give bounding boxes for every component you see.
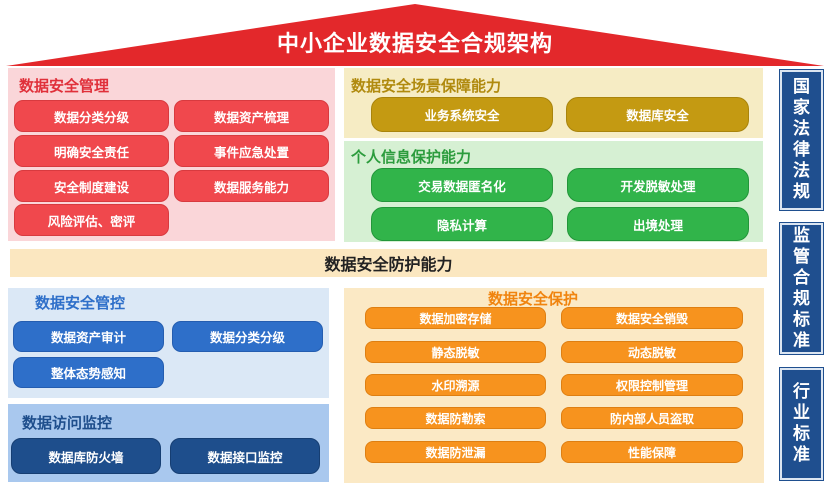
pillar-label: 行业标准 xyxy=(793,382,810,465)
protect-item[interactable]: 权限控制管理 xyxy=(561,374,743,396)
mgmt-item[interactable]: 事件应急处置 xyxy=(174,135,329,167)
mgmt-item[interactable]: 风险评估、密评 xyxy=(14,204,169,236)
privacy-item[interactable]: 开发脱敏处理 xyxy=(567,168,749,202)
protect-item[interactable]: 数据加密存储 xyxy=(365,307,546,329)
control-item[interactable]: 数据资产审计 xyxy=(13,321,164,352)
protect-item[interactable]: 性能保障 xyxy=(561,441,743,463)
page-title: 中小企业数据安全合规架构 xyxy=(276,32,553,57)
roof xyxy=(6,4,824,66)
control-item[interactable]: 整体态势感知 xyxy=(13,357,164,388)
mgmt-item[interactable]: 安全制度建设 xyxy=(14,170,169,202)
pillar-regulatory-compliance: 监管合规标准 xyxy=(779,222,824,355)
protect-item[interactable]: 数据防泄漏 xyxy=(365,441,546,463)
protect-item[interactable]: 防内部人员盗取 xyxy=(561,407,743,429)
protection-capability-band: 数据安全防护能力 xyxy=(10,249,767,277)
roof-shape xyxy=(6,4,824,66)
protect-item[interactable]: 数据防勒索 xyxy=(365,407,546,429)
pillar-label: 监管合规标准 xyxy=(793,225,810,351)
panel-title-data-protection: 数据安全保护 xyxy=(488,290,579,308)
panel-title-access-monitoring: 数据访问监控 xyxy=(22,414,113,432)
panel-title-security-control: 数据安全管控 xyxy=(35,294,126,312)
panel-title-privacy-protection: 个人信息保护能力 xyxy=(351,148,472,166)
mgmt-item[interactable]: 数据分类分级 xyxy=(14,100,169,132)
privacy-item[interactable]: 出境处理 xyxy=(567,207,749,241)
protect-item[interactable]: 动态脱敏 xyxy=(561,341,743,363)
access-item[interactable]: 数据接口监控 xyxy=(170,438,320,474)
privacy-item[interactable]: 交易数据匿名化 xyxy=(371,168,553,202)
mgmt-item[interactable]: 数据服务能力 xyxy=(174,170,329,202)
panel-title-security-management: 数据安全管理 xyxy=(19,77,110,95)
mgmt-item[interactable]: 明确安全责任 xyxy=(14,135,169,167)
control-item[interactable]: 数据分类分级 xyxy=(172,321,323,352)
panel-title-scenario-assurance: 数据安全场景保障能力 xyxy=(351,77,502,95)
pillar-national-laws: 国家法律法规 xyxy=(779,69,824,211)
protect-item[interactable]: 水印溯源 xyxy=(365,374,546,396)
access-item[interactable]: 数据库防火墙 xyxy=(11,438,161,474)
scene-item[interactable]: 数据库安全 xyxy=(566,97,749,132)
pillar-industry-standards: 行业标准 xyxy=(779,367,824,481)
protect-item[interactable]: 数据安全销毁 xyxy=(561,307,743,329)
scene-item[interactable]: 业务系统安全 xyxy=(371,97,553,132)
privacy-item[interactable]: 隐私计算 xyxy=(371,207,553,241)
protect-item[interactable]: 静态脱敏 xyxy=(365,341,546,363)
mgmt-item[interactable]: 数据资产梳理 xyxy=(174,100,329,132)
pillar-label: 国家法律法规 xyxy=(793,77,810,202)
